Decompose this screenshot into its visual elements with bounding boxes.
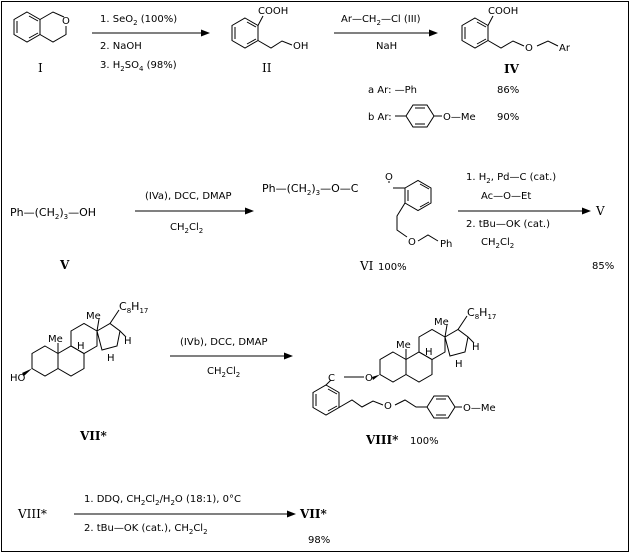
compound-VI-ether-o: O	[408, 237, 416, 248]
compound-VI-carbonyl-o: O	[385, 172, 393, 183]
compound-VI-yield: 100%	[378, 262, 407, 273]
compound-VII-label: VII*	[79, 429, 108, 443]
step2-reagent-top: Ar—CH2—Cl (III)	[341, 14, 421, 27]
compound-VIII-me-1: Me	[396, 340, 411, 351]
compound-II-oh: OH	[293, 41, 308, 52]
compound-II-structure	[231, 15, 293, 49]
variant-a: a Ar: —Ph	[368, 85, 417, 96]
variant-b: b Ar:	[368, 112, 392, 123]
compound-VII-ho: HO	[10, 373, 26, 384]
step4-reagent-1b: Ac—O—Et	[481, 191, 531, 202]
compound-VII-h-1: H	[124, 336, 132, 347]
compound-VIII-ome: O—Me	[463, 403, 496, 414]
compound-IV-oxygen: O	[525, 43, 533, 54]
arrow-step5-head	[284, 352, 293, 360]
step1-reagent-1: 1. SeO2 (100%)	[100, 14, 177, 27]
step6-yield: 98%	[308, 535, 330, 546]
step2-reagent-bottom: NaH	[376, 41, 397, 52]
step5-reagent-bottom: CH2Cl2	[207, 366, 240, 379]
compound-VIII-ester-c: C	[328, 373, 335, 384]
compound-VIII-h-1: H	[472, 342, 480, 353]
compound-VII-c8h17: C8H17	[119, 300, 148, 315]
compound-IV-structure	[461, 15, 559, 49]
arrow-step6-head	[287, 510, 296, 518]
compound-VIII-ether-o: O	[384, 401, 392, 412]
compound-VIII-ester-o: O	[365, 373, 373, 384]
arrow-step2-head	[429, 29, 438, 37]
compound-VIII-h-3: H	[455, 359, 463, 370]
compound-II-label: II	[262, 61, 272, 75]
compound-IV-ar: Ar	[559, 43, 571, 54]
step1-reagent-2: 2. NaOH	[100, 41, 142, 52]
compound-VI-label: VI	[359, 259, 374, 273]
compound-VII-me-2: Me	[86, 311, 101, 322]
arrow-step3-head	[245, 207, 254, 215]
compound-I-structure: O	[13, 11, 70, 43]
compound-VI-ph: Ph	[440, 239, 452, 250]
step5-reagent-top: (IVb), DCC, DMAP	[180, 337, 268, 348]
step6-reagent-2: 2. tBu—OK (cat.), CH2Cl2	[84, 523, 208, 536]
step4-product: V	[595, 204, 605, 218]
compound-II-cooh: COOH	[258, 6, 288, 17]
step4-yield: 85%	[592, 261, 614, 272]
compound-I-label: I	[38, 61, 43, 75]
compound-VI-structure	[388, 179, 439, 242]
compound-VI-formula: Ph—(CH2)3—O—C	[262, 182, 359, 197]
compound-VIII-h-2: H	[425, 347, 433, 358]
compound-VIII-label: VIII*	[365, 433, 399, 447]
step4-reagent-1: 1. H2, Pd—C (cat.)	[466, 172, 556, 185]
step6-reagent-1: 1. DDQ, CH2Cl2/H2O (18:1), 0°C	[84, 494, 241, 507]
step6-product: VII*	[299, 507, 328, 521]
step4-reagent-2b: CH2Cl2	[481, 237, 514, 250]
compound-IV-label: IV	[504, 62, 520, 76]
compound-VIII-yield: 100%	[410, 436, 439, 447]
compound-VIII-structure	[312, 315, 475, 419]
compound-VII-h-2: H	[77, 341, 85, 352]
compound-VII-me-1: Me	[48, 334, 63, 345]
variant-a-yield: 86%	[497, 85, 519, 96]
compound-VII-h-3: H	[107, 353, 115, 364]
arrow-step4-head	[582, 207, 591, 215]
compound-VIII-me-2: Me	[434, 317, 449, 328]
step3-reagent-top: (IVa), DCC, DMAP	[145, 191, 232, 202]
step3-reagent-bottom: CH2Cl2	[170, 222, 203, 235]
variant-b-yield: 90%	[497, 112, 519, 123]
compound-VII-structure	[22, 309, 127, 377]
step1-reagent-3: 3. H2SO4 (98%)	[100, 60, 177, 73]
compound-I-oxygen: O	[62, 16, 70, 27]
compound-V-formula: Ph—(CH2)3—OH	[10, 206, 96, 221]
compound-V-label: V	[59, 258, 70, 272]
arrow-step1-head	[201, 29, 210, 37]
compound-VIII-c8h17: C8H17	[467, 306, 496, 321]
step4-reagent-2: 2. tBu—OK (cat.)	[466, 219, 550, 230]
step6-start: VIII*	[17, 507, 47, 521]
compound-IV-cooh: COOH	[488, 6, 518, 17]
variant-b-ring	[395, 104, 442, 128]
variant-b-ome: O—Me	[443, 112, 476, 123]
